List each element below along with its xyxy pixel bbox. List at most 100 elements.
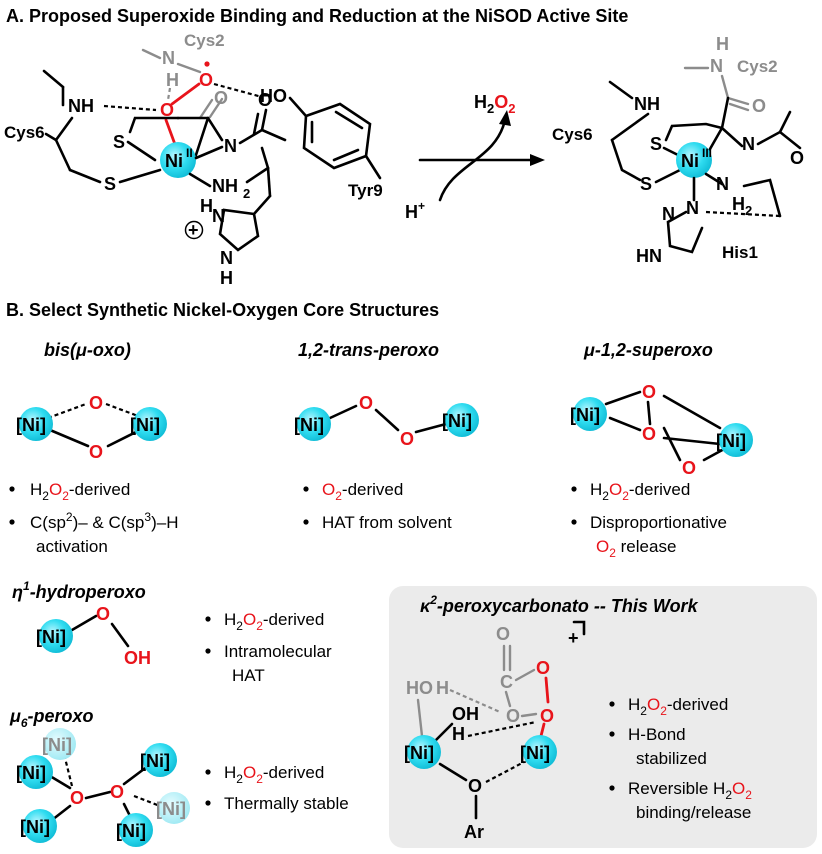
svg-text:[Ni]: [Ni] — [130, 415, 160, 435]
svg-text:Ar: Ar — [464, 822, 484, 842]
svg-text:O: O — [89, 442, 103, 462]
superoxide-o2: O — [199, 70, 213, 90]
panel-a-header: A. Proposed Superoxide Binding and Reduc… — [6, 6, 628, 26]
svg-text:[Ni]: [Ni] — [442, 411, 472, 431]
hydroperoxo-core: η1-hydroperoxo [Ni] O OH H2O2-derived In… — [12, 579, 332, 685]
svg-text:O: O — [96, 604, 110, 624]
svg-text:activation: activation — [36, 537, 108, 556]
cys6-label: Cys6 — [4, 123, 45, 142]
svg-text:H2O2-derived: H2O2-derived — [30, 480, 130, 503]
svg-text:[Ni]: [Ni] — [294, 415, 324, 435]
svg-text:binding/release: binding/release — [636, 803, 751, 822]
his1-label: His1 — [722, 243, 758, 262]
svg-text:H2O2-derived: H2O2-derived — [224, 763, 324, 786]
ni-oxidation: II — [186, 146, 193, 160]
imid-h-bottom: H — [220, 268, 233, 288]
imid-n-bottom: N — [220, 248, 233, 268]
r-cys6-s: S — [640, 174, 652, 194]
r-cys2-h: H — [716, 34, 729, 54]
r-his-n2: N — [662, 204, 675, 224]
svg-text:stabilized: stabilized — [636, 749, 707, 768]
superoxo-title: μ-1,2-superoxo — [583, 340, 713, 360]
peroxycarbonato-title: κ2-peroxycarbonato -- This Work — [420, 593, 699, 616]
r-cys2-label: Cys2 — [737, 57, 778, 76]
cys2-label: Cys2 — [184, 31, 225, 50]
tyr9-label: Tyr9 — [348, 181, 383, 200]
svg-text:C(sp2)– & C(sp3)–H: C(sp2)– & C(sp3)–H — [30, 510, 178, 532]
svg-text:H2O2-derived: H2O2-derived — [224, 610, 324, 633]
proton-reagent: H+ — [405, 199, 425, 222]
imid-nh-top: H — [200, 196, 213, 216]
perox-o1: O — [536, 658, 550, 678]
svg-text:H2O2-derived: H2O2-derived — [628, 695, 728, 718]
imid-n-top: N — [212, 206, 225, 226]
r-ni-sphere — [676, 142, 712, 178]
svg-text:O: O — [642, 424, 656, 444]
cys6-nh: NH — [68, 96, 94, 116]
svg-text:Reversible H2O2: Reversible H2O2 — [628, 779, 752, 802]
svg-text:[Ni]: [Ni] — [520, 743, 550, 763]
ni-label: Ni — [165, 151, 183, 171]
amide-o: O — [258, 90, 272, 110]
charge-plus: + — [568, 628, 579, 648]
amine-nh2: NH — [212, 176, 238, 196]
svg-text:O: O — [359, 393, 373, 413]
svg-text:C: C — [500, 672, 513, 692]
cys6-s: S — [104, 174, 116, 194]
svg-text:O: O — [89, 393, 103, 413]
amide-n: N — [224, 136, 237, 156]
r-nh: NH — [634, 94, 660, 114]
cys2-n: N — [162, 48, 175, 68]
svg-text:[Ni]: [Ni] — [156, 799, 186, 819]
svg-text:O: O — [70, 788, 84, 808]
svg-text:[Ni]: [Ni] — [140, 751, 170, 771]
peroxycarbonato-box: κ2-peroxycarbonato -- This Work + O C O … — [389, 586, 817, 848]
amine-sub2: 2 — [243, 186, 250, 201]
svg-text:H-Bond: H-Bond — [628, 725, 686, 744]
svg-text:[Ni]: [Ni] — [570, 405, 600, 425]
r-amine-nh: N — [716, 174, 729, 194]
svg-text:O: O — [110, 782, 124, 802]
svg-text:O: O — [642, 382, 656, 402]
svg-text:[Ni]: [Ni] — [42, 735, 72, 755]
mu6-title: μ6-peroxo — [9, 706, 94, 730]
bis-oxo-title: bis(μ-oxo) — [44, 340, 131, 360]
svg-text:O: O — [400, 429, 414, 449]
svg-text:O: O — [496, 624, 510, 644]
svg-text:O2-derived: O2-derived — [322, 480, 403, 503]
r-carbonyl-o: O — [752, 96, 766, 116]
svg-text:Disproportionative: Disproportionative — [590, 513, 727, 532]
svg-text:H: H — [436, 678, 449, 698]
svg-text:O2 release: O2 release — [596, 537, 676, 560]
r-cys2-n: N — [710, 56, 723, 76]
svg-text:[Ni]: [Ni] — [36, 627, 66, 647]
ni-sphere — [160, 142, 196, 178]
r-ni-label: Ni — [681, 151, 699, 171]
r-cys6-label: Cys6 — [552, 125, 593, 144]
reaction-arrow: H2O2 H+ — [405, 92, 545, 222]
svg-text:HAT from solvent: HAT from solvent — [322, 513, 452, 532]
hydroperoxo-title: η1-hydroperoxo — [12, 579, 146, 602]
imid-plus: + — [188, 220, 199, 240]
trans-peroxo-title: 1,2-trans-peroxo — [298, 340, 439, 360]
r-amide-n: N — [742, 134, 755, 154]
svg-text:OH: OH — [124, 648, 151, 668]
svg-text:H: H — [452, 724, 465, 744]
trans-peroxo-core: 1,2-trans-peroxo [Ni] [Ni] O O O2-derive… — [294, 340, 479, 532]
svg-text:[Ni]: [Ni] — [116, 821, 146, 841]
svg-text:O: O — [468, 776, 482, 796]
r-amide-o: O — [790, 148, 804, 168]
mu6-peroxo-core: μ6-peroxo [Ni] [Ni] [Ni] [Ni] [Ni] [Ni] … — [9, 706, 349, 847]
perox-o2: O — [540, 706, 554, 726]
svg-text:O: O — [682, 458, 696, 478]
cys2-h: H — [166, 70, 179, 90]
r-his-n: N — [686, 198, 699, 218]
svg-text:O: O — [506, 706, 520, 726]
bis-mu-oxo-core: bis(μ-oxo) [Ni] [Ni] O O H2O2-derived C(… — [9, 340, 178, 556]
superoxo-core: μ-1,2-superoxo [Ni] [Ni] O O O H2O2-deri… — [570, 340, 753, 560]
svg-text:[Ni]: [Ni] — [716, 431, 746, 451]
cys2-s: S — [113, 132, 125, 152]
carbonyl-o: O — [214, 88, 228, 108]
svg-text:HAT: HAT — [232, 666, 265, 685]
